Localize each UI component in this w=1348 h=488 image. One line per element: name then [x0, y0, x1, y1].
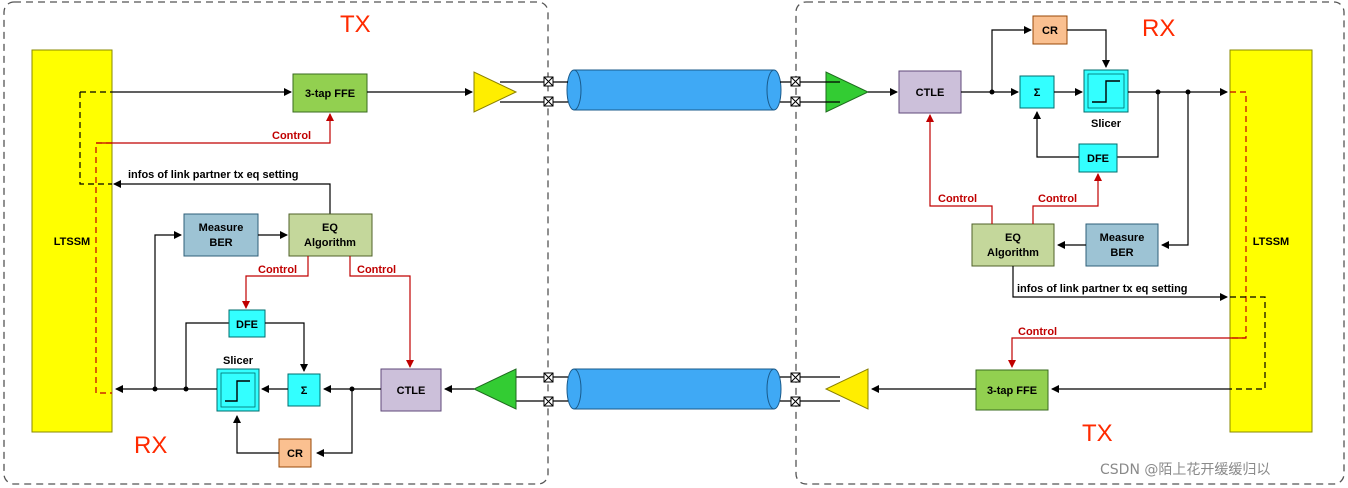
svg-text:Control: Control	[357, 264, 396, 276]
right-eq-algorithm-block	[971, 223, 1055, 267]
left-measure-ber-block	[183, 213, 259, 257]
svg-text:Control: Control	[258, 264, 297, 276]
left-ctle-control-arrow	[349, 256, 414, 368]
svg-text:BER: BER	[1110, 247, 1133, 259]
right-ltssm-block	[1229, 49, 1313, 433]
right-tx-driver	[824, 368, 869, 410]
svg-text:Measure: Measure	[1100, 232, 1145, 244]
svg-text:CR: CR	[1042, 25, 1058, 37]
right-infos-label: infos of link partner tx eq setting	[1017, 283, 1188, 295]
svg-text:BER: BER	[209, 237, 232, 249]
right-sigma-block	[1019, 75, 1055, 109]
left-dfe-control-arrow	[242, 256, 309, 309]
watermark: CSDN @陌上花开缓缓归以	[1100, 461, 1270, 478]
left-ltssm-label: LTSSM	[54, 236, 90, 248]
svg-text:Control: Control	[1038, 193, 1077, 205]
right-infos-arrow	[1012, 266, 1228, 301]
left-eq-algorithm-block	[288, 213, 373, 257]
left-slicer-label: Slicer	[223, 355, 254, 367]
left-ffe-label: 3-tap FFE	[305, 88, 355, 100]
left-ctle-block	[380, 368, 442, 412]
left-ctle-label: CTLE	[397, 385, 426, 397]
right-dfe-control-arrow	[1032, 173, 1102, 224]
channel-bottom	[566, 368, 782, 410]
svg-text:DFE: DFE	[236, 319, 258, 331]
left-ltssm-dashed-black	[79, 92, 112, 185]
left-infos-label: infos of link partner tx eq setting	[128, 169, 299, 181]
right-rx-label: RX	[1142, 15, 1175, 42]
right-ctle-block	[898, 70, 962, 114]
right-ltssm-dashed-black	[1230, 296, 1266, 390]
svg-text:Control: Control	[1018, 326, 1057, 338]
left-infos-arrow	[113, 180, 331, 214]
svg-text:Algorithm: Algorithm	[987, 247, 1039, 259]
left-rx-amp	[472, 368, 517, 410]
right-ltssm-label: LTSSM	[1253, 236, 1289, 248]
svg-text:Measure: Measure	[199, 222, 244, 234]
svg-text:Control: Control	[938, 193, 977, 205]
right-ffe-label: 3-tap FFE	[987, 385, 1037, 397]
right-ctle-label: CTLE	[916, 87, 945, 99]
left-ltssm-dashed-red	[95, 142, 112, 394]
left-ffe-control-arrow	[96, 113, 334, 144]
left-slicer-block	[216, 368, 260, 412]
svg-text:EQ: EQ	[322, 222, 338, 234]
svg-text:Σ: Σ	[301, 385, 308, 397]
left-device-boundary	[3, 1, 549, 485]
left-sigma-block	[287, 373, 321, 407]
svg-text:CR: CR	[287, 448, 303, 460]
left-tx-label: TX	[340, 11, 371, 38]
left-tx-driver	[473, 71, 518, 113]
left-ffe-block	[292, 73, 368, 113]
connector-icons	[543, 76, 801, 407]
right-rx-amp	[825, 71, 870, 113]
channel-top	[566, 69, 782, 111]
right-measure-ber-block	[1085, 223, 1159, 267]
right-device-boundary	[795, 1, 1345, 485]
right-ffe-control-arrow	[1008, 337, 1246, 368]
left-ltssm-block	[31, 49, 113, 433]
right-slicer-label: Slicer	[1091, 118, 1122, 130]
svg-text:DFE: DFE	[1087, 153, 1109, 165]
right-ffe-block	[975, 369, 1049, 411]
left-ffe-control-label: Control	[272, 130, 311, 142]
left-rx-label: RX	[134, 432, 167, 459]
right-tx-label: TX	[1082, 420, 1113, 447]
svg-text:Algorithm: Algorithm	[304, 237, 356, 249]
right-cr-block	[1032, 15, 1068, 45]
right-dfe-block	[1078, 143, 1118, 173]
svg-text:Σ: Σ	[1034, 87, 1041, 99]
right-ctle-control-arrow	[926, 114, 993, 224]
svg-text:EQ: EQ	[1005, 232, 1021, 244]
